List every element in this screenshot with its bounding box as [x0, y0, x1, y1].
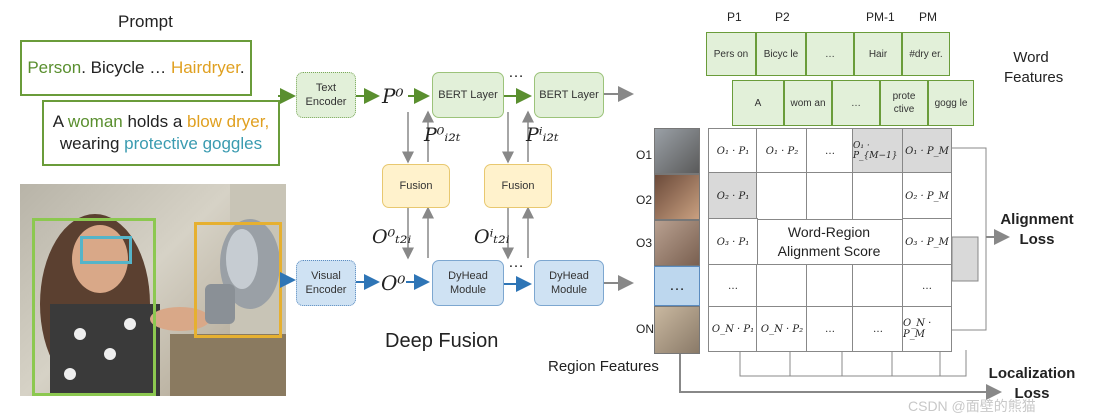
bbox-person	[32, 218, 156, 396]
region-label-o3: O3	[636, 236, 653, 250]
region-label-on: ON	[636, 322, 654, 336]
region-ellipsis-cell: …	[654, 266, 700, 306]
score-cell: O₁ · P_{M−1}	[852, 128, 904, 174]
prompt-box-sentence: A woman holds a blow dryer, wearing prot…	[42, 100, 280, 166]
score-cell: …	[806, 128, 854, 174]
word-cell: …	[832, 80, 880, 126]
word-cell: A	[732, 80, 784, 126]
score-cell	[806, 264, 854, 308]
input-image-illustration	[40, 184, 286, 396]
prompt-text: holds a	[122, 112, 187, 131]
score-cell: O_N · P₂	[756, 306, 808, 352]
word-cell: gogg le	[928, 80, 974, 126]
alignment-score-label: Word-Region Alignment Score	[762, 222, 896, 262]
localization-loss-text: Localization Loss	[988, 365, 1076, 402]
score-cell: O₂ · P₁	[708, 172, 758, 220]
region-thumb-2	[654, 174, 700, 220]
bbox-goggles	[80, 236, 132, 264]
word-cell: Bicyc le	[756, 32, 806, 76]
score-cell: O₁ · P₂	[756, 128, 808, 174]
word-features-label: Word Features	[1004, 48, 1063, 88]
score-cell	[852, 172, 904, 220]
score-cell: O_N · P_M	[902, 306, 952, 352]
fusion-module-1: Fusion	[382, 164, 450, 208]
word-header-pm-1: PM-1	[866, 10, 895, 24]
bert-layer-2: BERT Layer	[534, 72, 604, 118]
score-cell	[756, 264, 808, 308]
word-cell: wom an	[784, 80, 832, 126]
prompt-text: . Bicycle …	[81, 58, 171, 77]
score-cell: O₃ · P_M	[902, 218, 952, 266]
symbol-o-t2i-i: Oⁱₜ₂ᵢ	[474, 226, 510, 248]
word-features-text: Word Features	[1004, 49, 1064, 86]
word-header-p1: P1	[727, 10, 742, 24]
symbol-p-i2t-i: Pⁱᵢ₂ₜ	[526, 124, 559, 146]
score-cell: …	[902, 264, 952, 308]
score-cell	[852, 264, 904, 308]
word-header-p2: P2	[775, 10, 790, 24]
score-cell: O₂ · P_M	[902, 172, 952, 220]
score-cell: O₃ · P₁	[708, 218, 758, 266]
region-label-o1: O1	[636, 148, 653, 162]
symbol-o-t2i-0: O⁰ₜ₂ᵢ	[372, 226, 412, 248]
prompt-box-categories: Person. Bicycle … Hairdryer.	[20, 40, 252, 96]
score-cell: …	[708, 264, 758, 308]
word-cell: …	[806, 32, 854, 76]
alignment-score-text: Word-Region Alignment Score	[777, 224, 881, 259]
deep-fusion-label: Deep Fusion	[385, 330, 499, 352]
region-label-o2: O2	[636, 193, 653, 207]
alignment-loss-label: Alignment Loss	[996, 210, 1078, 250]
score-cell: O₁ · P₁	[708, 128, 758, 174]
region-thumb-n	[654, 306, 700, 354]
prompt-text: wearing	[59, 134, 125, 153]
input-image	[20, 184, 286, 396]
score-cell: …	[852, 306, 904, 352]
prompt-text: .	[239, 58, 245, 77]
word-cell: Pers on	[706, 32, 756, 76]
word-header-pm: PM	[919, 10, 937, 24]
word-cell: Hair	[854, 32, 902, 76]
region-thumb-3	[654, 220, 700, 266]
symbol-p0: P⁰	[382, 84, 404, 108]
prompt-text: A	[52, 112, 68, 131]
dyhead-module-1: DyHead Module	[432, 260, 504, 306]
region-ellipsis: …	[669, 277, 685, 294]
word-cell: prote ctive	[880, 80, 928, 126]
score-cell: …	[806, 306, 854, 352]
symbol-o0: O⁰	[381, 271, 406, 295]
prompt-word-person: Person	[27, 58, 82, 77]
dyhead-module-2: DyHead Module	[534, 260, 604, 306]
ellipsis-top: …	[508, 64, 524, 81]
prompt-title: Prompt	[118, 12, 173, 31]
prompt-word-goggles: protective goggles	[124, 134, 263, 153]
ellipsis-bottom: …	[508, 254, 524, 271]
text-encoder-module: Text Encoder	[296, 72, 356, 118]
bert-layer-1: BERT Layer	[432, 72, 504, 118]
alignment-loss-text: Alignment Loss	[1000, 211, 1074, 248]
visual-encoder-module: Visual Encoder	[296, 260, 356, 306]
fusion-module-2: Fusion	[484, 164, 552, 208]
word-cell: #dry er.	[902, 32, 950, 76]
prompt-word-woman: woman	[67, 112, 123, 131]
score-cell: O_N · P₁	[708, 306, 758, 352]
localization-loss-label: Localization Loss	[986, 364, 1078, 404]
symbol-p-i2t-0: P⁰ᵢ₂ₜ	[424, 124, 461, 146]
score-cell	[806, 172, 854, 220]
prompt-word-hairdryer: Hairdryer	[170, 58, 240, 77]
score-cell	[756, 172, 808, 220]
region-features-caption: Region Features	[548, 358, 659, 375]
region-thumb-1	[654, 128, 700, 174]
watermark: CSDN @面壁的熊猫	[908, 398, 1036, 414]
prompt-word-blow-dryer: blow dryer,	[187, 112, 270, 131]
score-cell: O₁ · P_M	[902, 128, 952, 174]
